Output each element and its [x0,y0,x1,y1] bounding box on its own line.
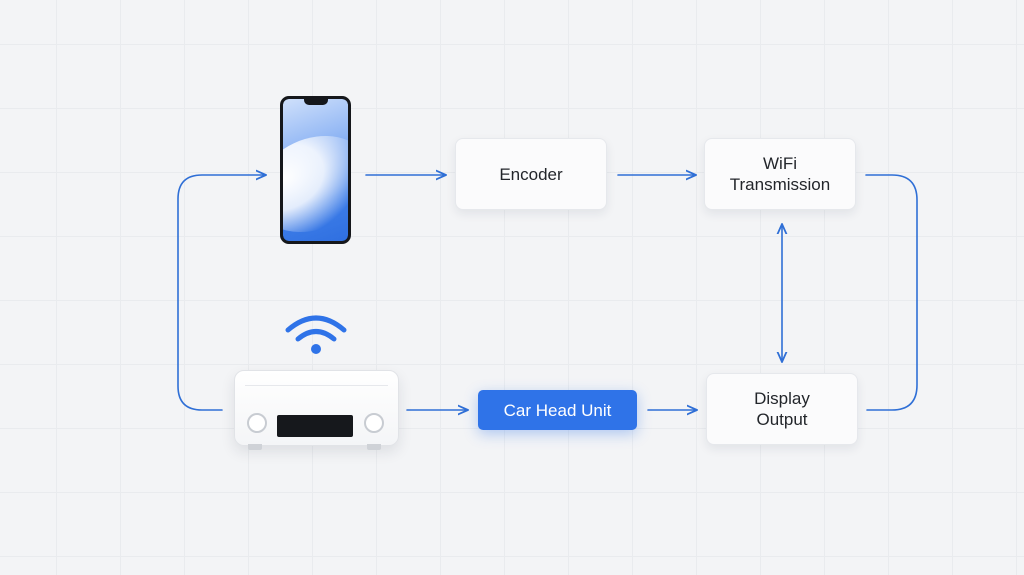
router-foot-right [367,444,381,450]
car-head-unit-node: Car Head Unit [478,390,637,430]
router-left-knob [247,413,267,433]
router-display-panel [277,415,353,437]
display-output-label: Display Output [754,389,810,429]
display-output-node: Display Output [706,373,858,445]
router-right-knob [364,413,384,433]
loop-to-phone [177,175,266,411]
router-foot-left [248,444,262,450]
encoder-label: Encoder [499,164,563,184]
smartphone-icon [280,96,351,244]
car-head-unit-label: Car Head Unit [503,400,612,420]
encoder-node: Encoder [455,138,607,210]
wifi-transmission-label: WiFi Transmission [729,154,831,194]
router-body [234,370,399,446]
phone-notch [303,99,328,105]
wifi-transmission-node: WiFi Transmission [704,138,856,210]
phone-screen [283,99,348,241]
phone-wallpaper-wave [283,117,348,241]
loop-wifi-to-display [865,174,918,411]
router-device-icon [234,370,399,452]
wifi-icon [285,315,347,354]
router-lid [245,371,388,386]
